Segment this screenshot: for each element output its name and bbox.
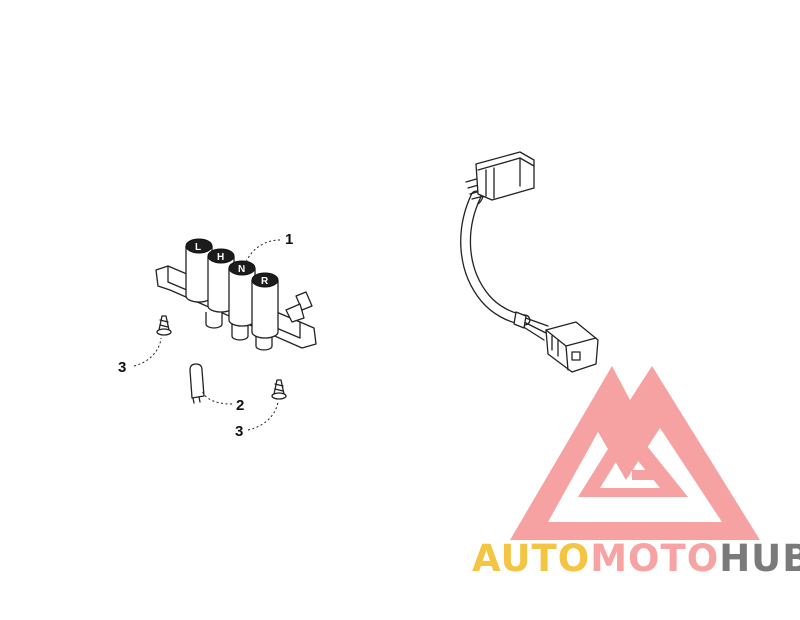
switch-cylinder-r: R (251, 272, 279, 339)
leader-line-2 (201, 389, 233, 405)
callout-1: 1 (285, 231, 293, 248)
harness-connector-lower (545, 321, 599, 373)
harness-connector-upper (475, 151, 535, 201)
switch-cylinder-l: L (185, 238, 213, 303)
switch-cap-label-l: L (195, 242, 201, 253)
screw-right (271, 379, 287, 400)
screw-left (156, 315, 172, 336)
switch-cylinder-h: H (207, 248, 235, 313)
callout-2: 2 (236, 397, 244, 414)
leader-line-3a (133, 337, 162, 367)
wiring-harness (295, 173, 549, 341)
watermark-text: AUTOMOTOHUB (472, 537, 800, 580)
switch-cap-label-r: R (261, 276, 269, 287)
watermark-hub: HUB (719, 537, 800, 580)
svg-text:AUTOMOTOHUB: AUTOMOTOHUB (472, 537, 800, 580)
bulb (189, 363, 205, 404)
switch-cap-label-n: N (238, 264, 245, 275)
watermark-logo (510, 366, 760, 540)
leader-line-1 (243, 239, 281, 269)
switch-assembly: L H N R (155, 238, 317, 351)
callout-3-right: 3 (235, 423, 243, 440)
switch-cylinder-n: N (228, 260, 256, 327)
callout-3-left: 3 (118, 359, 126, 376)
switch-cap-label-h: H (217, 252, 224, 263)
watermark-moto: MOTO (590, 537, 719, 580)
watermark-auto: AUTO (472, 537, 590, 580)
leader-line-3b (247, 401, 279, 431)
